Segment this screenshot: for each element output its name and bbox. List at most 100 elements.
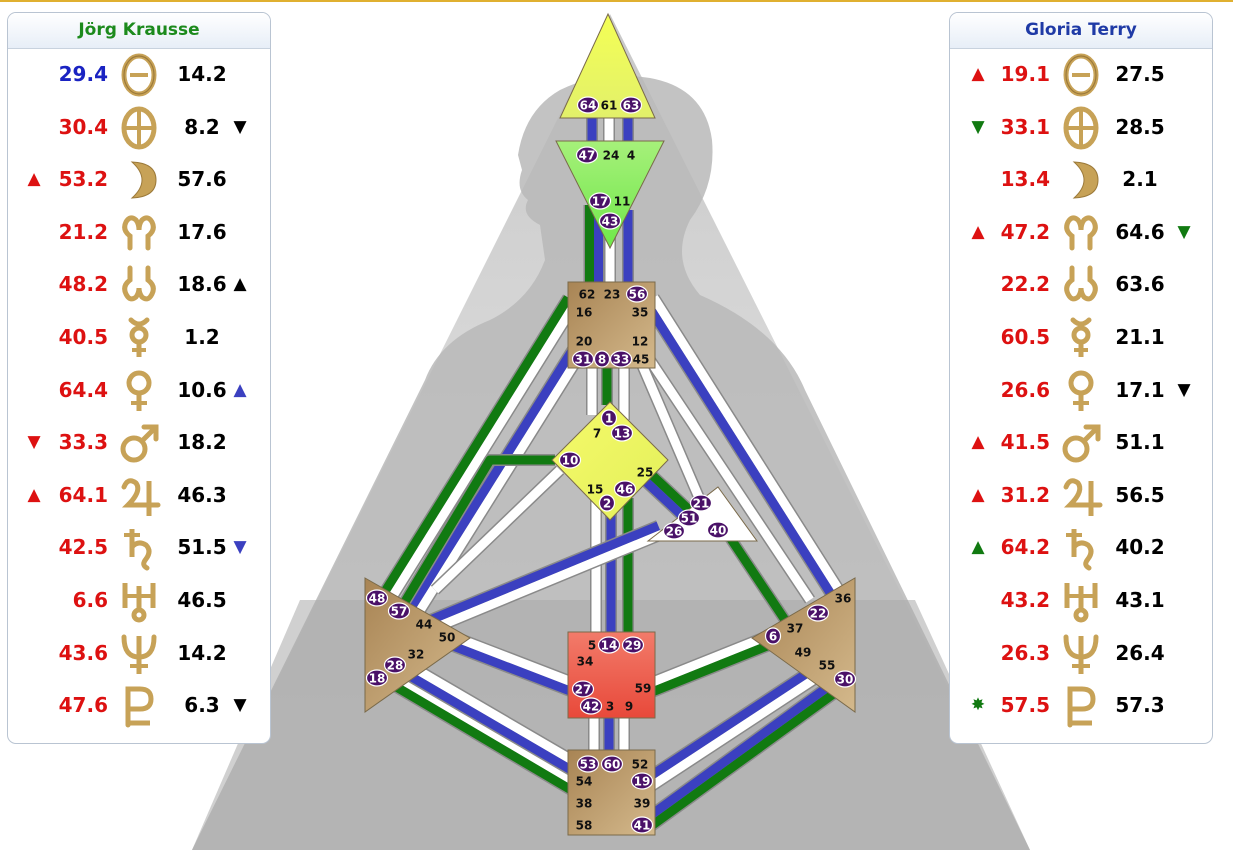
left-panel-title: Jörg Krausse <box>8 13 270 49</box>
sun-icon <box>1058 52 1104 98</box>
uranus-icon <box>1058 578 1104 624</box>
north-node-icon <box>1058 210 1104 256</box>
personality-activation-value: 46.3 <box>177 482 227 507</box>
gate-2-circle <box>598 494 616 512</box>
gate-43-label: 43 <box>602 215 619 229</box>
gate-10-circle <box>558 451 582 469</box>
mercury-icon <box>116 315 162 361</box>
gate-22-circle <box>806 604 830 622</box>
design-activation-value: 33.1 <box>1000 114 1050 139</box>
channel-26-44 <box>425 520 665 635</box>
solar-plexus-center <box>751 577 856 713</box>
gate-41-circle <box>630 816 654 834</box>
personality-activation-value: 51.1 <box>1115 430 1165 455</box>
gate-34-label: 34 <box>577 655 594 669</box>
gate-1-label: 1 <box>605 412 613 426</box>
gate-7-label: 7 <box>593 427 601 441</box>
sun-icon <box>116 52 162 98</box>
personality-change-marker: ▲ <box>233 379 247 400</box>
design-change-marker: ▲ <box>971 537 985 558</box>
gate-53-label: 53 <box>580 758 597 772</box>
gate-27-circle <box>571 680 595 698</box>
planet-row-uranus: 43.2 43.1 <box>950 575 1212 627</box>
mars-icon <box>1058 420 1104 466</box>
personality-activation-value: 43.1 <box>1115 588 1165 612</box>
design-activation-value: 41.5 <box>1000 430 1050 455</box>
gate-30-circle <box>833 670 857 688</box>
earth-icon <box>116 105 162 151</box>
design-activation-value: 43.2 <box>1000 588 1050 612</box>
channel-45-21 <box>634 357 706 503</box>
design-change-marker: ▲ <box>971 432 985 453</box>
personality-change-marker: ▼ <box>233 116 247 137</box>
gate-46-label: 46 <box>617 483 634 497</box>
gate-33-label: 33 <box>613 353 630 367</box>
design-change-marker: ▼ <box>27 432 41 453</box>
neptune-icon <box>116 631 162 677</box>
gate-24-label: 24 <box>603 149 620 163</box>
planet-row-mars: ▼ 33.3 18.2 <box>8 417 270 469</box>
gate-19-circle <box>630 772 654 790</box>
design-activation-value: 26.3 <box>1000 640 1050 665</box>
personality-activation-value: 51.5 <box>177 535 227 560</box>
personality-activation-value: 56.5 <box>1115 482 1165 507</box>
gate-59-label: 59 <box>635 682 652 696</box>
north-node-icon <box>116 210 162 256</box>
gate-1-circle <box>600 409 618 427</box>
jupiter-icon <box>1058 473 1104 519</box>
channel-40-37 <box>720 526 790 624</box>
gate-8-label: 8 <box>598 353 606 367</box>
design-activation-value: 33.3 <box>58 430 108 455</box>
personality-change-marker: ▼ <box>1177 221 1191 242</box>
channel-59-6 <box>641 630 774 700</box>
personality-activation-value: 18.2 <box>177 430 227 455</box>
gate-29-circle <box>621 636 645 654</box>
gate-18-label: 18 <box>369 672 386 686</box>
gate-42-label: 42 <box>583 700 600 714</box>
personality-activation-value: 14.2 <box>177 640 227 665</box>
gate-14-label: 14 <box>601 639 618 653</box>
gate-57-circle <box>387 602 411 620</box>
gate-25-label: 25 <box>637 466 654 480</box>
personality-activation-value: 8.2 <box>184 114 220 139</box>
gate-16-label: 16 <box>576 306 593 320</box>
gate-35-label: 35 <box>632 306 649 320</box>
gate-36-label: 36 <box>835 592 852 606</box>
gate-61-label: 61 <box>601 99 618 113</box>
gate-51-circle <box>677 509 701 527</box>
gate-8-circle <box>593 350 611 368</box>
gate-23-label: 23 <box>604 288 621 302</box>
channels-layer <box>376 115 852 834</box>
uranus-icon <box>116 578 162 624</box>
gate-44-label: 44 <box>416 618 433 632</box>
design-activation-value: 47.6 <box>58 693 108 718</box>
design-change-marker: ▲ <box>971 484 985 505</box>
design-change-marker: ▲ <box>27 169 41 190</box>
mercury-icon <box>1058 315 1104 361</box>
gate-50-label: 50 <box>439 631 456 645</box>
gate-4-label: 4 <box>627 149 635 163</box>
design-activation-value: 53.2 <box>58 167 108 192</box>
top-accent-line <box>0 0 1233 2</box>
personality-activation-value: 57.3 <box>1115 693 1165 718</box>
gate-40-circle <box>706 521 730 539</box>
design-activation-value: 64.4 <box>58 377 108 402</box>
g-center <box>551 401 669 521</box>
gate-21-label: 21 <box>693 497 710 511</box>
design-change-marker: ▲ <box>971 64 985 84</box>
gate-6-circle <box>764 627 782 645</box>
gate-19-label: 19 <box>634 775 651 789</box>
gate-48-circle <box>365 589 389 607</box>
channel-18-58 <box>379 665 586 800</box>
gate-63-circle <box>619 96 643 114</box>
